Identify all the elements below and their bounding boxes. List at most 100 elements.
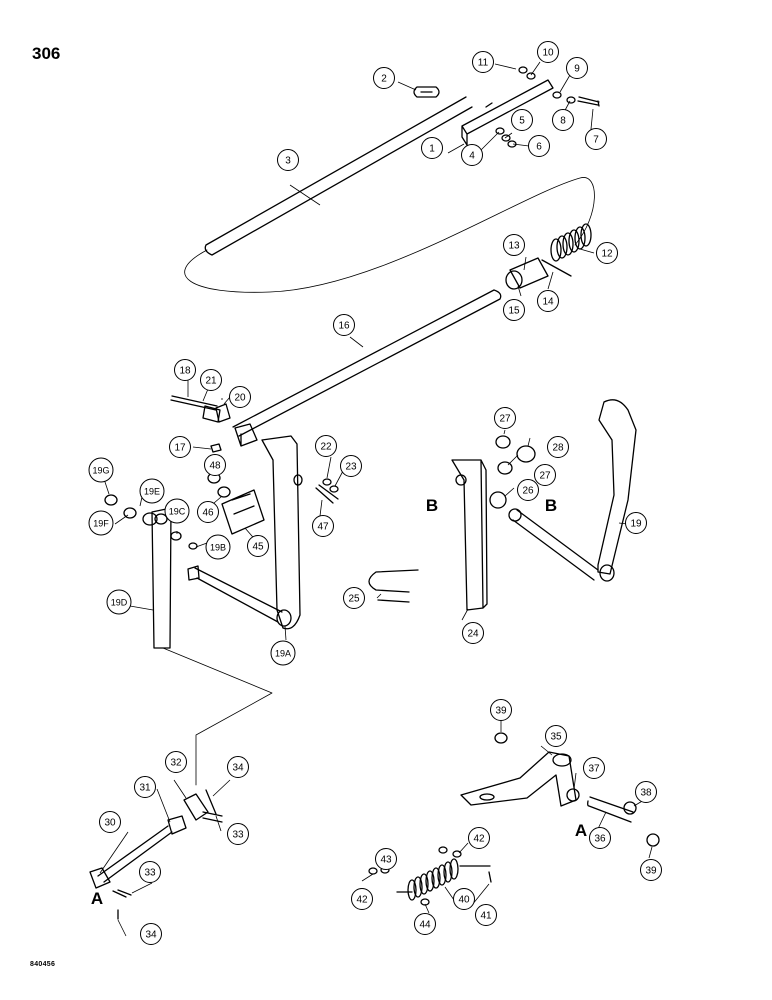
leader-line — [192, 446, 212, 450]
callout-circle — [490, 699, 512, 721]
washer-39-lower — [646, 833, 660, 847]
spacer-20 — [215, 403, 231, 423]
nut-42-left — [368, 867, 378, 875]
washer-43-right — [438, 846, 448, 854]
cable-lower — [162, 647, 273, 786]
callout-text: 39 — [495, 706, 507, 717]
callout-41: 41 — [475, 904, 497, 926]
leader-line — [579, 248, 595, 254]
leader-line — [504, 132, 513, 139]
hole-24-top — [455, 474, 467, 486]
callout-circle — [494, 407, 516, 429]
leader-line — [648, 846, 653, 859]
callout-text: 41 — [480, 911, 492, 922]
nut-11 — [518, 66, 528, 74]
callout-11: 11 — [472, 51, 494, 73]
callout-circle — [547, 436, 569, 458]
bracket-1 — [461, 79, 554, 146]
callout-circle — [583, 757, 605, 779]
callout-circle — [503, 234, 525, 256]
nut-42-right — [452, 850, 462, 858]
callout-text: 46 — [202, 508, 214, 519]
callout-text: 22 — [320, 442, 332, 453]
callout-circle — [462, 622, 484, 644]
leader-line — [289, 184, 321, 206]
callout-text: 43 — [380, 855, 392, 866]
callout-text: 19E — [144, 487, 160, 497]
leader-line — [284, 625, 287, 641]
callout-circle — [596, 242, 618, 264]
spring-40-hooks — [396, 865, 491, 893]
spring-40-coil — [413, 876, 423, 898]
callout-35: 35 — [545, 725, 567, 747]
spring-40-coil — [443, 861, 453, 883]
callout-circle — [534, 464, 556, 486]
leader-line — [173, 779, 187, 799]
callout-circle — [414, 913, 436, 935]
callout-text: 38 — [640, 788, 652, 799]
callout-27: 27 — [494, 407, 516, 429]
callout-text: 14 — [542, 297, 554, 308]
callout-19e: 19E — [139, 478, 165, 504]
callout-circle — [517, 479, 539, 501]
callout-21: 21 — [200, 369, 222, 391]
callout-text: 19F — [93, 519, 109, 529]
callout-34: 34 — [140, 923, 162, 945]
callout-19c: 19C — [164, 498, 190, 524]
callout-circle — [229, 386, 251, 408]
thread-19a — [187, 565, 200, 581]
washer-8 — [566, 96, 576, 104]
callout-circle — [340, 455, 362, 477]
callout-text: 19C — [169, 507, 186, 517]
callout-31: 31 — [134, 776, 156, 798]
callout-text: 30 — [104, 818, 116, 829]
spring-40-coil — [407, 879, 417, 901]
callout-text: 33 — [232, 830, 244, 841]
spring-40-coil — [449, 858, 459, 880]
callout-circle — [421, 137, 443, 159]
clevis-32 — [183, 793, 209, 821]
nut-23 — [329, 485, 339, 493]
pivot-19a — [276, 609, 292, 627]
leader-line — [215, 815, 222, 832]
leader-line — [517, 285, 522, 297]
callout-circle — [139, 478, 165, 504]
rod-30 — [97, 825, 173, 883]
washer-44 — [420, 898, 430, 906]
callout-text: 17 — [174, 443, 186, 454]
callout-circle — [333, 314, 355, 336]
callout-circle — [552, 109, 574, 131]
leader-line — [397, 81, 417, 91]
callout-text: 26 — [522, 486, 534, 497]
callout-circle — [475, 904, 497, 926]
washer-19f — [123, 507, 137, 519]
callout-45: 45 — [247, 535, 269, 557]
leader-line — [494, 63, 517, 70]
leader-line — [512, 143, 530, 147]
callout-3: 3 — [277, 149, 299, 171]
leader-line — [131, 882, 153, 894]
callout-text: 32 — [170, 758, 182, 769]
callout-25: 25 — [343, 587, 365, 609]
hole-19d — [154, 513, 168, 525]
callout-43: 43 — [375, 848, 397, 870]
leader-line — [447, 143, 465, 154]
callout-circle — [537, 41, 559, 63]
spring-40-coil — [431, 867, 441, 889]
pin-33-upper — [202, 811, 223, 823]
callout-circle — [164, 498, 190, 524]
collar-15 — [505, 270, 523, 290]
callout-15: 15 — [503, 299, 525, 321]
callout-text: 28 — [552, 443, 564, 454]
callout-circle — [134, 776, 156, 798]
callout-circle — [99, 811, 121, 833]
callout-39: 39 — [490, 699, 512, 721]
callout-19g: 19G — [88, 457, 114, 483]
callout-text: 33 — [144, 868, 156, 879]
callout-2: 2 — [373, 67, 395, 89]
callout-circle — [625, 512, 647, 534]
spring-12-coil — [580, 223, 592, 247]
callout-circle — [351, 888, 373, 910]
leader-line — [559, 74, 571, 93]
leader-line — [461, 608, 469, 621]
